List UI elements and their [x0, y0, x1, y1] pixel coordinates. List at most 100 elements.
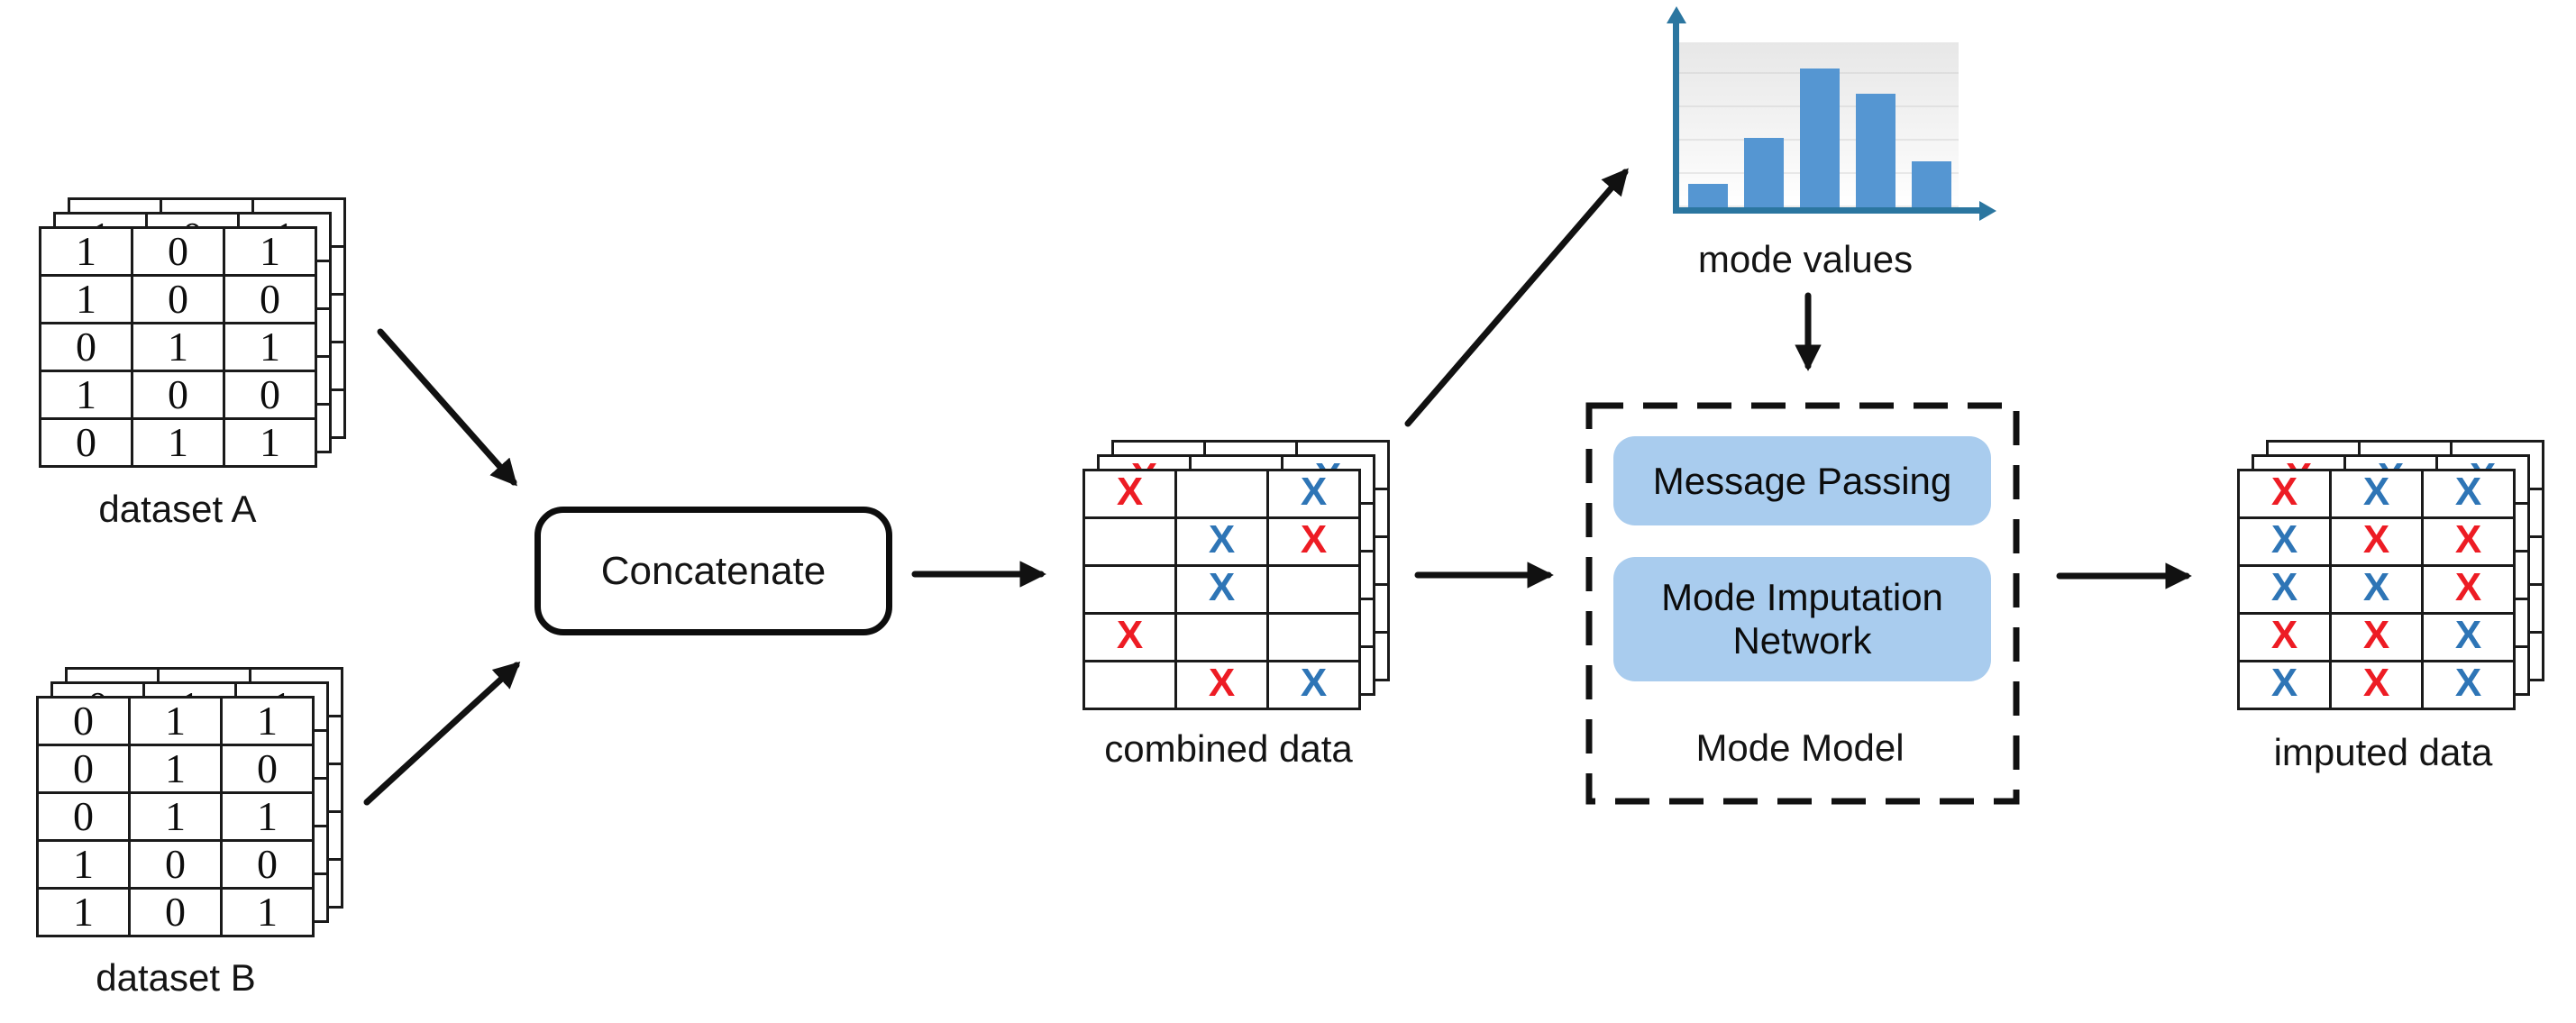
chart-bar: [1800, 69, 1840, 207]
table-cell: [1085, 567, 1174, 612]
cell-value: 1: [76, 371, 96, 417]
cell-value: 1: [260, 419, 280, 465]
chart-x-axis: [1673, 207, 1987, 214]
table-cell: X: [1269, 519, 1358, 564]
dataset-a-label: dataset A: [98, 488, 257, 530]
blue-x-mark: X: [2454, 613, 2482, 657]
dataset-a-stack: 101100011100011101100011100011: [39, 197, 346, 468]
cell-value: 0: [260, 371, 280, 417]
table-cell: 1: [39, 842, 128, 887]
chart-plot-area: [1678, 42, 1959, 207]
table-cell: 0: [39, 699, 128, 744]
table-cell: X: [1177, 519, 1266, 564]
cell-value: 0: [168, 228, 188, 274]
table-cell: 0: [131, 890, 220, 935]
table-cell: X: [2332, 519, 2421, 564]
cell-value: 1: [260, 228, 280, 274]
table-cell: 1: [225, 324, 315, 370]
table-cell: 1: [223, 794, 312, 839]
cell-value: 0: [73, 745, 94, 791]
cell-value: 0: [165, 889, 186, 935]
table-cell: [1269, 567, 1358, 612]
table-cell: 0: [39, 794, 128, 839]
cell-value: 1: [165, 745, 186, 791]
chart-y-axis: [1673, 22, 1679, 214]
message-passing-label: Message Passing: [1652, 459, 1952, 502]
table-cell: 1: [131, 746, 220, 791]
cell-value: 1: [257, 793, 278, 839]
blue-x-mark: X: [1300, 470, 1328, 514]
cell-value: 0: [168, 276, 188, 322]
cell-value: 0: [260, 276, 280, 322]
blue-x-mark: X: [2270, 565, 2298, 609]
table-cell: 0: [223, 746, 312, 791]
dataset-b-label: dataset B: [96, 956, 256, 999]
table-cell: X: [1177, 662, 1266, 708]
red-x-mark: X: [2454, 565, 2482, 609]
red-x-mark: X: [1116, 613, 1144, 657]
table-cell: 1: [223, 890, 312, 935]
blue-x-mark: X: [1208, 517, 1236, 562]
cell-value: 0: [168, 371, 188, 417]
combined-data-stack: XXXXXXXXXXXXXXXX: [1082, 440, 1390, 710]
table-cell: X: [2424, 615, 2513, 660]
dataset-b-stack: 011010011100101011010011100101: [36, 667, 343, 937]
blue-x-mark: X: [2362, 470, 2390, 514]
table-cell: X: [2240, 662, 2329, 708]
table-cell: X: [2240, 615, 2329, 660]
table-cell: [1177, 615, 1266, 660]
cell-value: 0: [76, 324, 96, 370]
table-cell: 0: [131, 842, 220, 887]
table-cell: X: [2240, 519, 2329, 564]
cell-value: 1: [165, 698, 186, 744]
table-cell: 1: [41, 372, 131, 417]
cell-value: 0: [257, 841, 278, 887]
table-cell: 1: [131, 699, 220, 744]
blue-x-mark: X: [2362, 565, 2390, 609]
cell-value: 1: [257, 889, 278, 935]
cell-value: 1: [73, 841, 94, 887]
table-cell: X: [1085, 615, 1174, 660]
table-cell: X: [2424, 471, 2513, 516]
combined-data-label: combined data: [1104, 727, 1353, 770]
arrow-dataset-b-to-concatenate: [363, 662, 521, 806]
table-cell: 0: [133, 372, 223, 417]
cell-value: 0: [76, 419, 96, 465]
y-axis-arrowhead-icon: [1667, 6, 1686, 23]
red-x-mark: X: [2362, 613, 2390, 657]
chart-bar: [1912, 161, 1951, 207]
table-cell: 1: [223, 699, 312, 744]
red-x-mark: X: [2270, 613, 2298, 657]
table-cell: 1: [41, 277, 131, 322]
mode-imputation-network-label: Mode Imputation Network: [1661, 576, 1943, 662]
mode-model-label: Mode Model: [1695, 726, 1905, 769]
table-cell: 0: [225, 372, 315, 417]
table-cell: 0: [133, 229, 223, 274]
table-cell: 0: [41, 324, 131, 370]
table-cell: [1085, 519, 1174, 564]
cell-value: 1: [257, 698, 278, 744]
table-cell: X: [2332, 615, 2421, 660]
cell-value: 0: [257, 745, 278, 791]
cell-value: 1: [76, 276, 96, 322]
table-cell: X: [1177, 567, 1266, 612]
table-cell: X: [2332, 567, 2421, 612]
chart-bar: [1744, 138, 1784, 207]
imputed-data-stack: XXXXXXXXXXXXXXXXXXXXXXXXXXXXXX: [2237, 440, 2544, 710]
concatenate-label: Concatenate: [600, 548, 827, 593]
x-axis-arrowhead-icon: [1979, 201, 1996, 221]
cell-value: 1: [260, 324, 280, 370]
table-cell: 0: [223, 842, 312, 887]
cell-value: 1: [76, 228, 96, 274]
table-cell: [1177, 471, 1266, 516]
table-cell: X: [2240, 567, 2329, 612]
red-x-mark: X: [2362, 517, 2390, 562]
red-x-mark: X: [1300, 517, 1328, 562]
blue-x-mark: X: [2270, 661, 2298, 705]
table-cell: 0: [41, 420, 131, 465]
imputed-data-label: imputed data: [2273, 731, 2493, 773]
